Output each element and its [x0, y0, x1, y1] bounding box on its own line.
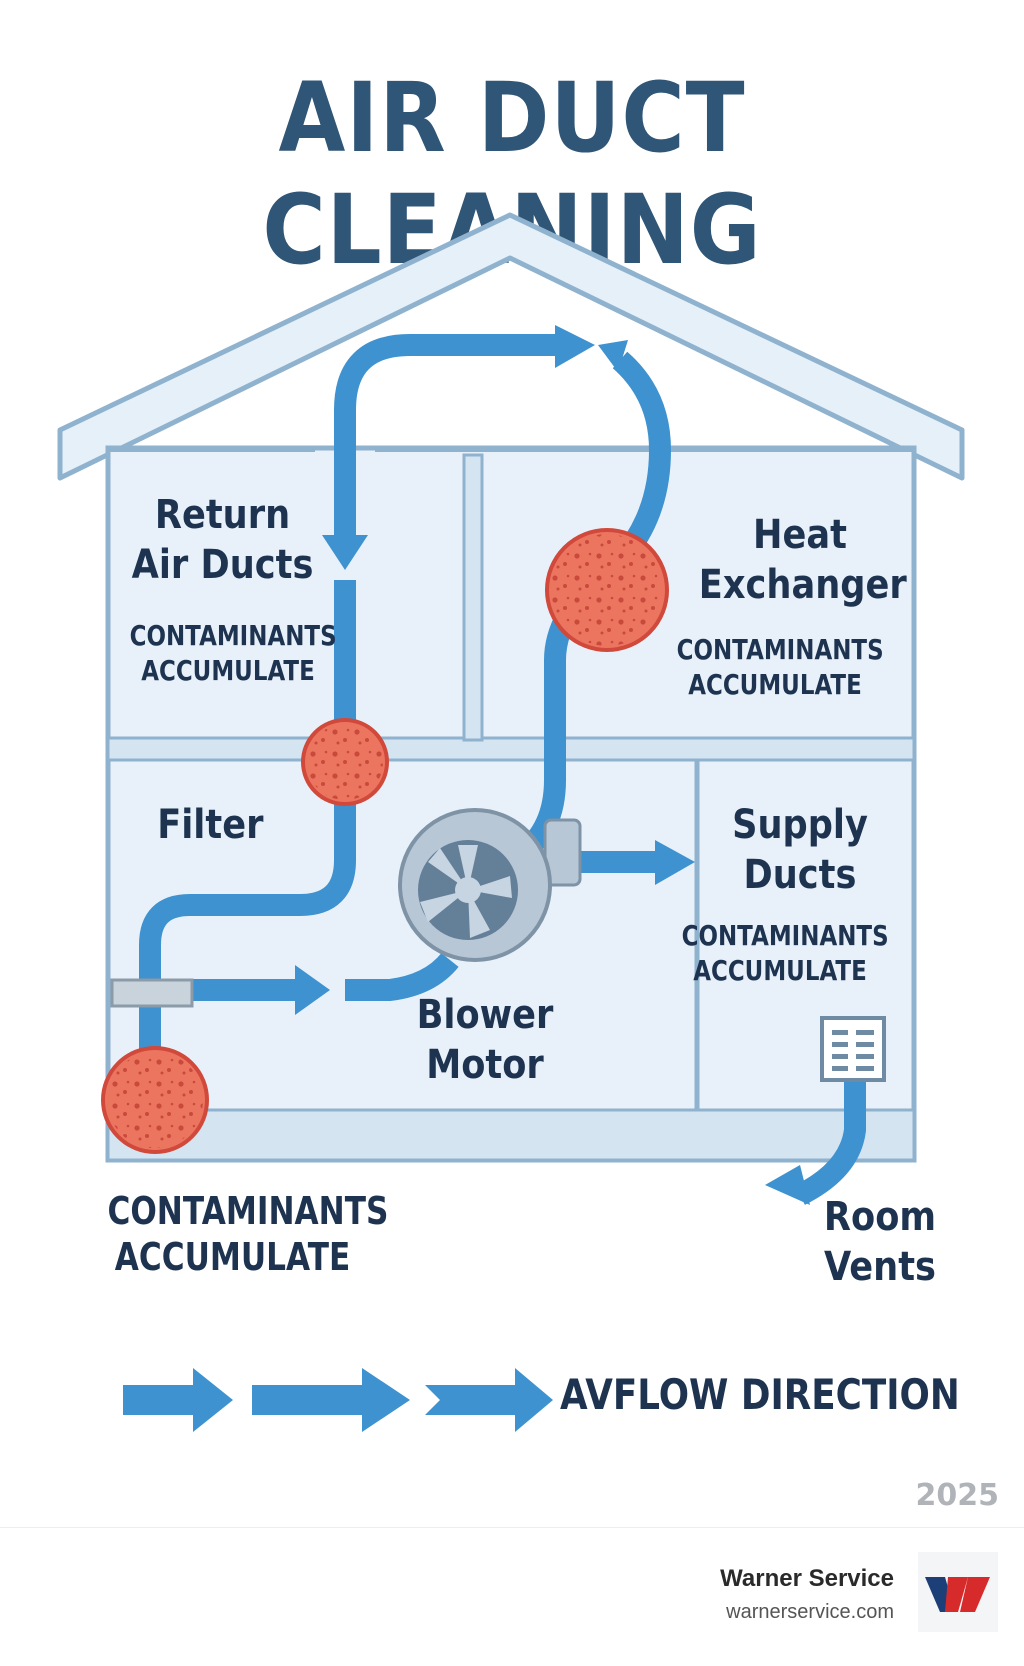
upper-wall: [462, 453, 484, 742]
house-body: [105, 445, 917, 1163]
airflow-direction-legend: AVFLOW DIRECTION: [560, 1370, 960, 1419]
arrowhead-filter: [295, 965, 330, 1015]
arrowhead-heat: [598, 340, 628, 372]
attic-floor: [106, 736, 916, 762]
return-duct-down: [139, 580, 356, 1050]
blower-motor-label: Blower Motor: [416, 992, 554, 1088]
room-vent-duct: [794, 1070, 866, 1205]
heat-exchanger-label: Heat Exchanger: [698, 512, 907, 608]
room-vent-grille-icon: [820, 1016, 886, 1082]
footer-divider: [0, 1527, 1024, 1528]
bottom-contaminants-label: CONTAMINANTS ACCUMULATE: [107, 1189, 389, 1279]
brand-name: Warner Service: [720, 1565, 894, 1592]
legend-arrow-3: [425, 1368, 553, 1432]
house-floor: [106, 1108, 916, 1162]
arrowhead-supply: [655, 840, 695, 885]
return-air-ducts-label: Return Air Ducts: [131, 492, 314, 588]
blower-motor-icon: [398, 808, 582, 962]
filter-element: [110, 978, 194, 1008]
supply-contaminants-label: CONTAMINANTS ACCUMULATE: [681, 919, 889, 987]
arrowhead-return-down: [322, 535, 368, 570]
brand-url[interactable]: warnerservice.com: [726, 1601, 894, 1623]
arrowhead-top: [555, 325, 595, 368]
filter-label: Filter: [157, 802, 264, 848]
legend-arrows: [123, 1368, 553, 1432]
roof: [57, 212, 965, 481]
return-duct-top: [334, 334, 555, 540]
flow-arrowheads: [295, 325, 810, 1205]
supply-ducts-label: Supply Ducts: [732, 802, 868, 898]
return-contaminants-label: CONTAMINANTS ACCUMULATE: [129, 619, 337, 687]
legend-arrow-1: [123, 1368, 233, 1432]
arrowhead-vent: [765, 1165, 810, 1205]
room-vents-label: Room Vents: [823, 1194, 937, 1290]
heat-contaminants-label: CONTAMINANTS ACCUMULATE: [676, 633, 884, 701]
legend-arrow-2: [252, 1368, 410, 1432]
warner-logo-icon: [918, 1552, 998, 1632]
blower-inlet-duct: [345, 952, 459, 1001]
year-label: 2025: [915, 1478, 1000, 1513]
